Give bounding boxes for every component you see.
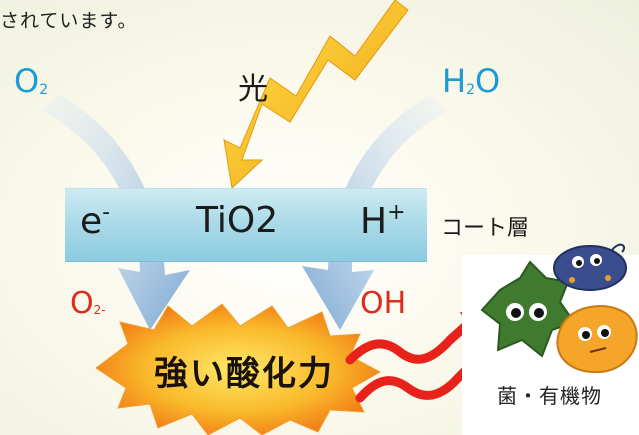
proton-label: H+: [360, 200, 406, 242]
o2-flow-arrow: [40, 95, 190, 330]
orange-germ-icon: [556, 305, 638, 374]
intro-sentence-fragment: されています。: [0, 10, 138, 32]
o2-molecule-label: O2: [14, 62, 49, 100]
light-bolt-icon: [223, 0, 409, 190]
oxidation-arrow-upper: [345, 317, 475, 365]
hydroxyl-label: OH: [360, 286, 407, 321]
h2o-molecule-label: H2O: [442, 62, 501, 100]
superoxide-label: O2-: [70, 286, 106, 321]
light-label: 光: [238, 72, 268, 107]
bacteria-organics-label: 菌・有機物: [497, 384, 602, 408]
electron-label: e-: [80, 200, 111, 242]
blue-germ-icon: [553, 243, 627, 291]
h2o-flow-arrow: [302, 95, 446, 330]
catalyst-label: TiO2: [196, 200, 279, 241]
titanium-coating-layer: [65, 188, 427, 262]
oxidation-arrow-lower: [355, 355, 481, 403]
oxidation-power-label: 強い酸化力: [154, 354, 334, 394]
oxidation-burst-icon: [95, 303, 382, 435]
coating-layer-label: コート層: [441, 216, 530, 241]
